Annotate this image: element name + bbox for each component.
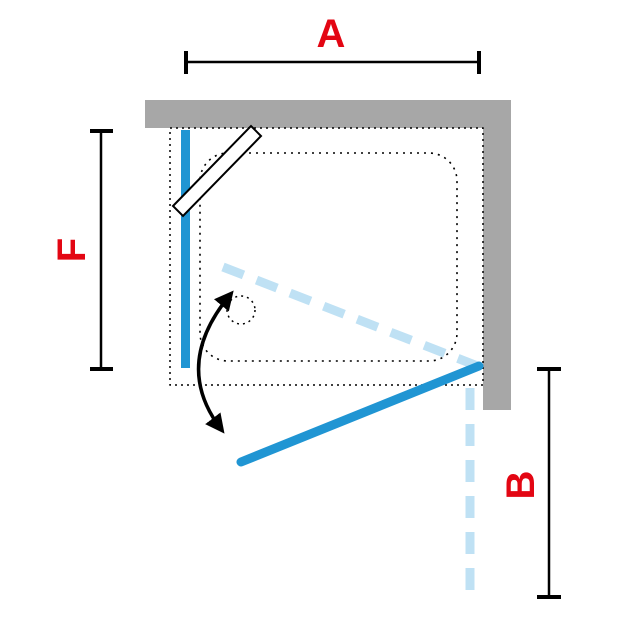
pivot-door-open xyxy=(236,361,484,467)
wall-top xyxy=(145,100,511,128)
dimension-a-label: A xyxy=(317,12,346,56)
dimension-f: F xyxy=(50,129,113,371)
dimension-b: B xyxy=(499,367,561,599)
dimension-a: A xyxy=(184,12,481,74)
door-position-dashed-diagonal xyxy=(221,262,482,372)
enclosure-footprint-outline xyxy=(169,127,484,386)
shower-tray-outline xyxy=(199,152,458,362)
diagonal-fixed-panel-outline xyxy=(171,124,263,218)
wall-right xyxy=(483,128,511,410)
door-swing-arrow xyxy=(196,290,234,434)
dimension-f-label: F xyxy=(50,238,94,262)
pivot-circle-outline xyxy=(226,295,256,325)
dimension-b-label: B xyxy=(499,471,543,500)
fixed-glass-panel xyxy=(181,130,190,368)
